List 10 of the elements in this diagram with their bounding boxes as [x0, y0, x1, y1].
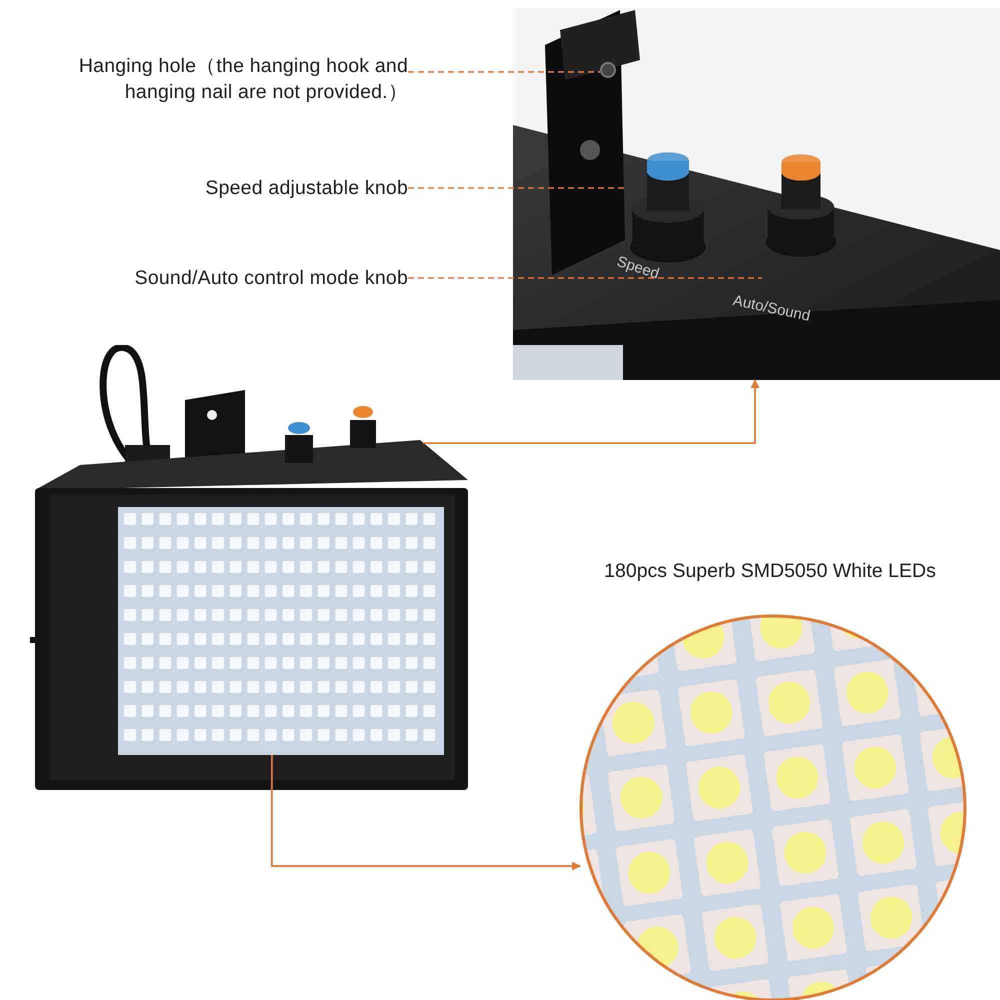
arrow: [270, 755, 582, 871]
printed-knob-label: Auto/Sound: [731, 292, 812, 325]
leader-line: [408, 187, 626, 189]
callout-text: Sound/Auto control mode knob: [40, 265, 408, 291]
printed-knob-label: Speed: [614, 253, 662, 283]
led-heading: 180pcs Superb SMD5050 White LEDs: [603, 559, 937, 584]
callout-text: Hanging hole（the hanging hook and hanging nail are not provided.）: [10, 53, 408, 107]
leader-line: [408, 277, 762, 279]
callout-text: Speed adjustable knob: [120, 175, 408, 201]
leader-line: [408, 71, 600, 73]
